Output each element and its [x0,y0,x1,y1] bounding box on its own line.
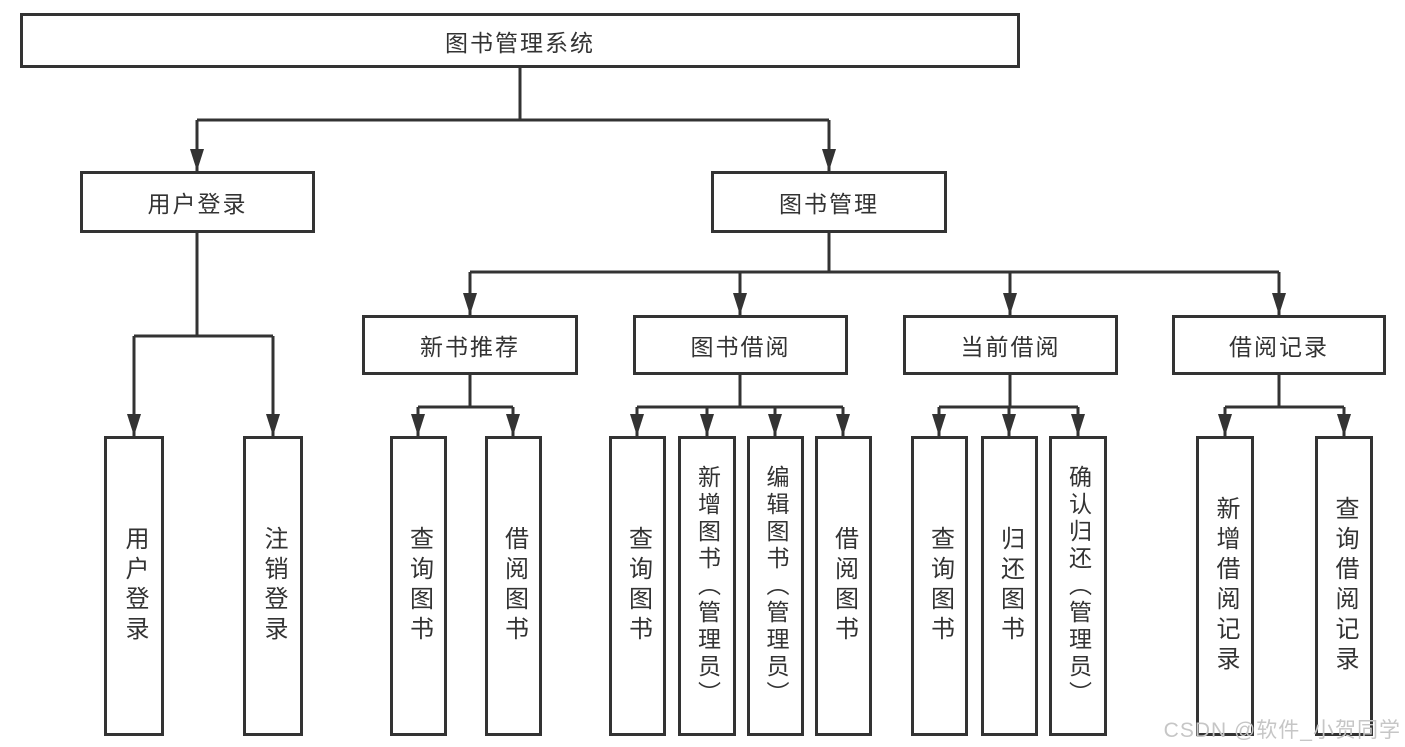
leaf-add-book-admin: 新增图书（管理员） [678,436,736,736]
arrow-down-icon [932,414,946,436]
connector-bookborrow-to-leaves [635,375,845,436]
arrowheads [127,149,1351,436]
leaf-confirm-return-admin: 确认归还（管理员） [1049,436,1107,736]
node-borrow-record: 借阅记录 [1172,315,1386,375]
arrow-down-icon [836,414,850,436]
arrow-down-icon [630,414,644,436]
connector-userlogin-to-leaves [132,233,275,436]
connector-bookmgmt-to-level3 [468,233,1281,315]
arrow-down-icon [768,414,782,436]
node-user-login: 用户登录 [80,171,315,233]
node-root-system: 图书管理系统 [20,13,1020,68]
arrow-down-icon [822,149,836,171]
arrow-down-icon [127,414,141,436]
arrow-down-icon [733,293,747,315]
leaf-query-book-2: 查询图书 [609,436,666,736]
leaf-query-book-1: 查询图书 [390,436,447,736]
leaf-user-login: 用户登录 [104,436,164,736]
connector-newbook-to-leaves [416,375,515,436]
arrow-down-icon [190,149,204,171]
leaf-add-borrow-record: 新增借阅记录 [1196,436,1254,736]
leaf-query-book-3: 查询图书 [911,436,968,736]
leaf-return-book: 归还图书 [981,436,1038,736]
arrow-down-icon [1337,414,1351,436]
arrow-down-icon [1218,414,1232,436]
arrow-down-icon [1071,414,1085,436]
arrow-down-icon [266,414,280,436]
arrow-down-icon [506,414,520,436]
leaf-logout: 注销登录 [243,436,303,736]
arrow-down-icon [1003,293,1017,315]
arrow-down-icon [700,414,714,436]
leaf-borrow-book-2: 借阅图书 [815,436,872,736]
arrow-down-icon [463,293,477,315]
csdn-watermark: CSDN @软件_小贺同学 [1163,719,1401,742]
arrow-down-icon [411,414,425,436]
node-new-book-recommend: 新书推荐 [362,315,578,375]
node-book-borrow: 图书借阅 [633,315,848,375]
connector-root-to-level2 [195,68,831,171]
arrow-down-icon [1272,293,1286,315]
node-current-borrow: 当前借阅 [903,315,1118,375]
leaf-edit-book-admin: 编辑图书（管理员） [747,436,804,736]
arrow-down-icon [1002,414,1016,436]
leaf-borrow-book-1: 借阅图书 [485,436,542,736]
node-book-management: 图书管理 [711,171,947,233]
connector-borrowrecord-to-leaves [1223,375,1346,436]
leaf-query-borrow-record: 查询借阅记录 [1315,436,1373,736]
